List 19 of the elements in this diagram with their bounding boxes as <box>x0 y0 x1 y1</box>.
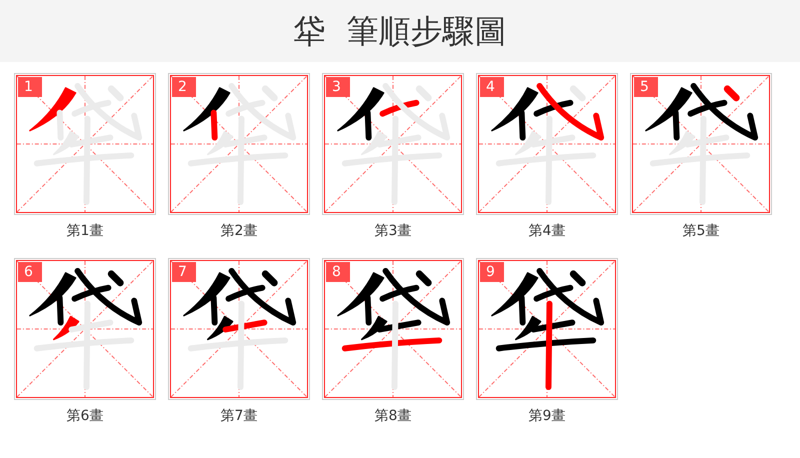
step-caption: 第4畫 <box>528 222 566 240</box>
step-number-badge: 8 <box>326 262 350 282</box>
step-caption: 第9畫 <box>528 407 566 425</box>
step-caption: 第5畫 <box>682 222 720 240</box>
step-caption: 第7畫 <box>220 407 258 425</box>
step-number-badge: 9 <box>480 262 504 282</box>
step-number-badge: 3 <box>326 77 350 97</box>
step-number-badge: 7 <box>172 262 196 282</box>
step-number-badge: 2 <box>172 77 196 97</box>
step-number-badge: 1 <box>18 77 42 97</box>
step-number-badge: 4 <box>480 77 504 97</box>
step-caption: 第6畫 <box>66 407 104 425</box>
step-caption: 第1畫 <box>66 222 104 240</box>
step-caption: 第3畫 <box>374 222 412 240</box>
step-caption: 第8畫 <box>374 407 412 425</box>
step-number-badge: 6 <box>18 262 42 282</box>
title: 牮 筆順步驟圖 <box>293 11 507 51</box>
step-number-badge: 5 <box>634 77 658 97</box>
step-caption: 第2畫 <box>220 222 258 240</box>
